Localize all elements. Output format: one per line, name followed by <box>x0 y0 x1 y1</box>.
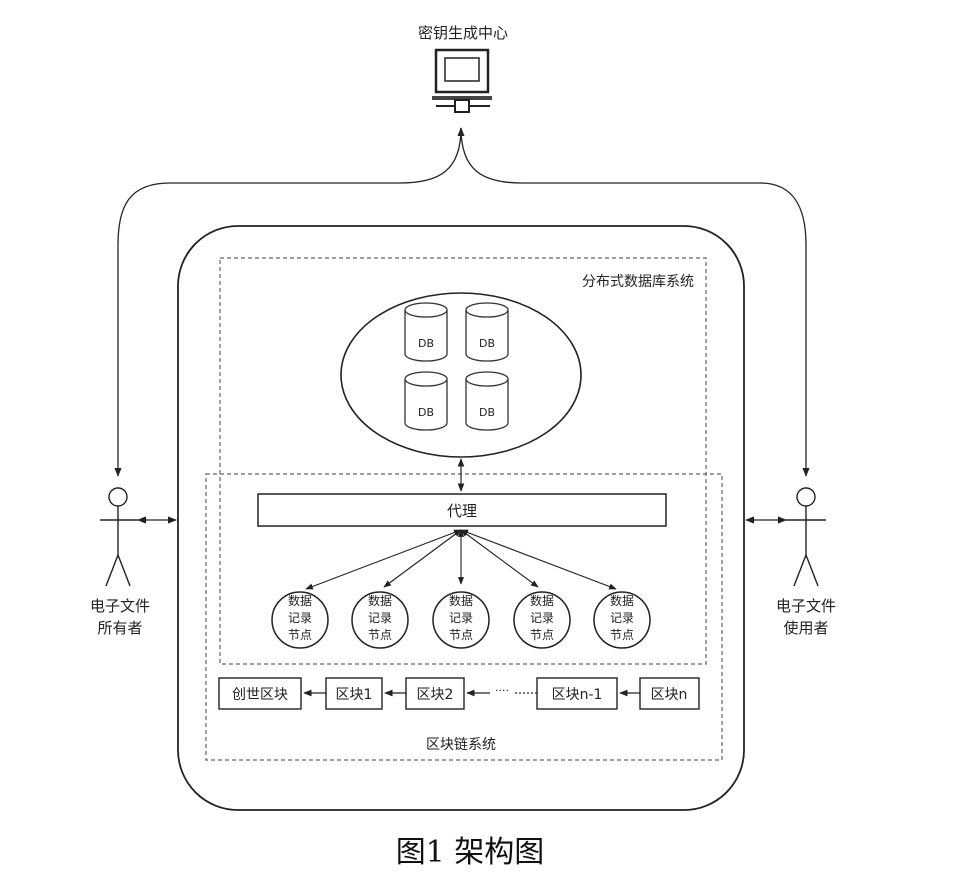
user-actor-icon <box>786 487 826 587</box>
svg-text:数据: 数据 <box>368 593 392 608</box>
proxy-label: 代理 <box>447 502 477 520</box>
key-center-node: 密钥生成中心 <box>418 24 508 113</box>
distributed-db-boundary <box>219 257 707 665</box>
svg-text:节点: 节点 <box>530 628 554 642</box>
svg-text:节点: 节点 <box>368 628 392 642</box>
db-label: DB <box>418 406 434 419</box>
svg-text:记录: 记录 <box>288 611 312 625</box>
genesis-block: 创世区块 <box>218 677 302 710</box>
database-icon: DB <box>404 302 448 362</box>
blockchain-boundary <box>205 473 723 761</box>
db-label: DB <box>418 337 434 350</box>
database-icon: DB <box>465 302 509 362</box>
computer-icon <box>432 48 492 113</box>
key-distribution-connectors <box>114 127 810 477</box>
svg-text:记录: 记录 <box>368 611 392 625</box>
key-center-label: 密钥生成中心 <box>418 24 508 42</box>
block-ellipsis: ···· <box>495 684 509 697</box>
svg-text:区块n: 区块n <box>651 687 688 703</box>
owner-label-line1: 电子文件 <box>90 597 150 615</box>
block: 区块2 <box>405 677 465 710</box>
svg-text:节点: 节点 <box>449 628 473 642</box>
svg-text:节点: 节点 <box>288 628 312 642</box>
db-label: DB <box>479 406 495 419</box>
svg-text:节点: 节点 <box>610 628 634 642</box>
record-node: 数据 记录 节点 <box>593 591 651 649</box>
svg-text:记录: 记录 <box>610 611 634 625</box>
record-node: 数据 记录 节点 <box>351 591 409 649</box>
blockchain-label: 区块链系统 <box>426 737 496 753</box>
svg-text:创世区块: 创世区块 <box>232 687 288 703</box>
svg-text:记录: 记录 <box>449 611 473 625</box>
svg-text:区块2: 区块2 <box>417 687 454 703</box>
owner-label-line2: 所有者 <box>97 619 142 637</box>
user-label-line2: 使用者 <box>783 619 828 637</box>
db-label: DB <box>479 337 495 350</box>
block: 区块n <box>639 677 700 710</box>
svg-text:区块n-1: 区块n-1 <box>552 687 603 703</box>
proxy-node-connectors <box>305 529 617 590</box>
record-node: 数据 记录 节点 <box>271 591 329 649</box>
svg-text:记录: 记录 <box>530 611 554 625</box>
database-icon: DB <box>465 371 509 431</box>
record-node: 数据 记录 节点 <box>432 591 490 649</box>
block: 区块1 <box>325 677 383 710</box>
block: 区块n-1 <box>536 677 618 710</box>
figure-caption: 图1 架构图 <box>396 835 545 870</box>
svg-text:数据: 数据 <box>610 593 634 608</box>
record-node: 数据 记录 节点 <box>513 591 571 649</box>
user-label-line1: 电子文件 <box>776 597 836 615</box>
svg-text:数据: 数据 <box>530 593 554 608</box>
svg-text:区块1: 区块1 <box>336 687 373 703</box>
proxy-box <box>257 493 667 527</box>
owner-actor-icon <box>100 487 138 587</box>
database-icon: DB <box>404 371 448 431</box>
distributed-db-label: 分布式数据库系统 <box>582 274 694 290</box>
db-cluster <box>340 292 582 458</box>
svg-text:数据: 数据 <box>288 593 312 608</box>
svg-text:数据: 数据 <box>449 593 473 608</box>
